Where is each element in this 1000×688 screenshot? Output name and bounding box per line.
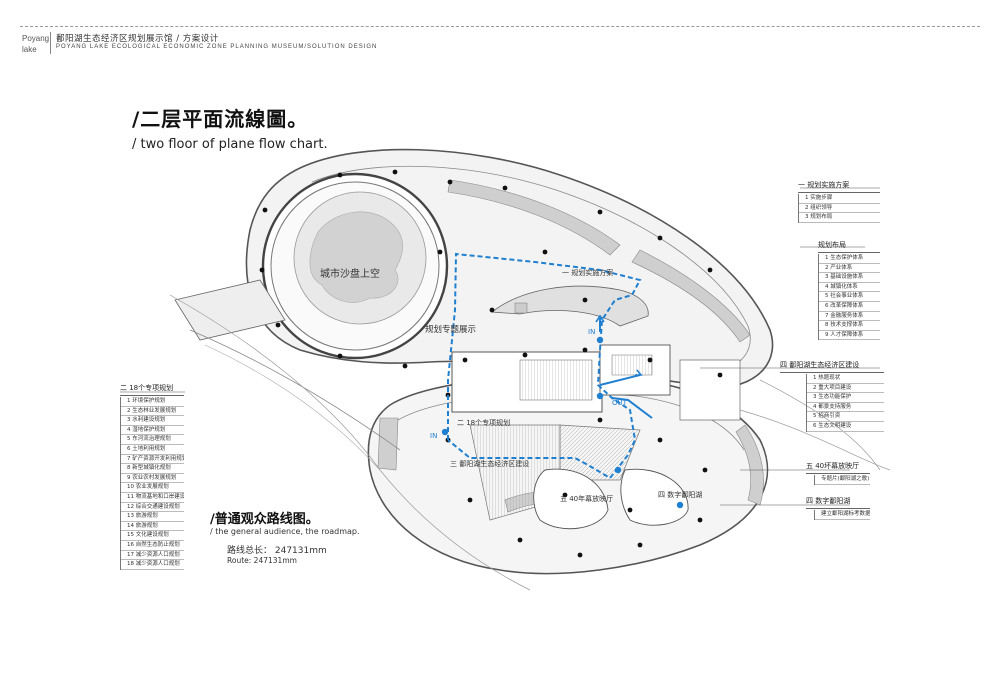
anniversary-hall-label: 五 40年幕放映厅 <box>560 495 614 503</box>
brand-logo: Poyang lake <box>22 33 49 55</box>
route-length-en: Route: 247131mm <box>227 556 297 565</box>
legend-eco-zone-item: 1 热题现状 <box>807 374 884 384</box>
entrance-ramp <box>174 279 401 471</box>
legend-forty-hall-head: 五 40坏幕放映厅 <box>806 461 870 474</box>
legend-digital-lake-head: 四 数字鄱阳湖 <box>806 496 870 509</box>
route-person-icon <box>596 336 604 344</box>
legend-layout-item: 7 金融服务体系 <box>819 312 880 322</box>
site-curves <box>169 294 891 591</box>
legend-leader-lines <box>120 187 880 506</box>
legend-eco-zone-item: 6 生态文明建设 <box>807 422 884 432</box>
planning-topics-label: 规划专题展示 <box>425 325 477 335</box>
legend-eighteen-plans-item: 11 物流基地和口岸建设规划 <box>121 493 184 503</box>
legend-layout-item: 5 社会事业体系 <box>819 292 880 302</box>
legend-layout: 规划布局 1 生态保护体系 2 产业体系 3 基础设施体系 4 城镇化体系 5 … <box>818 240 880 341</box>
page-title-en: / two floor of plane flow chart. <box>132 137 328 152</box>
legend-eco-zone-head: 四 鄱阳湖生态经济区建设 <box>780 360 884 373</box>
legend-implementation-item: 1 实施步骤 <box>799 194 880 204</box>
exit-out-label: OUT <box>612 399 627 407</box>
legend-eco-zone-item: 3 生态功能保护 <box>807 393 884 403</box>
eighteen-plans-label: 二 18个专项规划 <box>457 419 511 427</box>
legend-eighteen-plans-item: 13 旅游规划 <box>121 512 184 522</box>
legend-eighteen-plans-head: 二 18个专项规划 <box>120 383 184 396</box>
legend-layout-item: 8 技术支撑体系 <box>819 321 880 331</box>
legend-eighteen-plans-item: 3 水利建设规划 <box>121 416 184 426</box>
legend-implementation-head: 一 规划实施方案 <box>798 180 880 193</box>
legend-eighteen-plans-item: 10 农业发展规划 <box>121 483 184 493</box>
legend-eighteen-plans-item: 18 减少资源人口规划 <box>121 560 184 570</box>
legend-layout-item: 9 人才保障体系 <box>819 331 880 341</box>
legend-digital-lake: 四 数字鄱阳湖 建立鄱阳湖标考数据库 <box>806 496 870 520</box>
legend-eco-zone: 四 鄱阳湖生态经济区建设 1 热题现状 2 重大项目建设 3 生态功能保护 4 … <box>780 360 884 432</box>
brand-line-1: Poyang <box>22 34 50 43</box>
legend-eighteen-plans-item: 2 生态林业发展规划 <box>121 407 184 417</box>
legend-implementation-item: 3 规划布局 <box>799 213 880 223</box>
legend-eighteen-plans-item: 15 文化建设规划 <box>121 531 184 541</box>
legend-layout-item: 1 生态保护体系 <box>819 254 880 264</box>
central-core <box>451 344 741 421</box>
route-person-icon <box>441 428 449 436</box>
entrance-in-label-2: IN <box>430 432 438 440</box>
top-dashed-rule <box>20 26 980 27</box>
auditorium-seating <box>469 424 689 530</box>
legend-eighteen-plans-item: 7 矿产资源开发利用规划 <box>121 455 184 465</box>
legend-eighteen-plans-item: 5 东河流治理规划 <box>121 435 184 445</box>
curved-exhibit-partition <box>490 285 649 327</box>
brand-line-2: lake <box>22 45 37 54</box>
legend-forty-hall-item: 专题片(鄱阳湖之歌) <box>815 475 870 485</box>
route-person-icon <box>596 392 604 400</box>
implementation-plan-label: 一 规划实施方案 <box>562 269 614 277</box>
legend-eighteen-plans-item: 8 新型城镇化规划 <box>121 464 184 474</box>
brand-divider <box>50 32 51 54</box>
legend-eighteen-plans-item: 17 减少资源人口规划 <box>121 551 184 561</box>
structural-columns <box>259 169 723 558</box>
route-person-icon <box>676 501 684 509</box>
legend-eco-zone-item: 4 都景支持服务 <box>807 403 884 413</box>
legend-implementation-item: 2 组织领导 <box>799 204 880 214</box>
route-person-icon <box>614 466 622 474</box>
legend-eighteen-plans-item: 9 农业农村发展规划 <box>121 474 184 484</box>
legend-eighteen-plans: 二 18个专项规划 1 环境保护规划 2 生态林业发展规划 3 水利建设规划 4… <box>120 383 184 570</box>
legend-eighteen-plans-item: 16 自然生态防止规划 <box>121 541 184 551</box>
legend-layout-item: 3 基础设施体系 <box>819 273 880 283</box>
eco-zone-label: 三 鄱阳湖生态经济区建设 <box>450 460 530 468</box>
legend-eighteen-plans-item: 1 环境保护规划 <box>121 397 184 407</box>
header-title-en: POYANG LAKE ECOLOGICAL ECONOMIC ZONE PLA… <box>56 44 378 50</box>
legend-forty-hall: 五 40坏幕放映厅 专题片(鄱阳湖之歌) <box>806 461 870 485</box>
legend-layout-item: 4 城镇化体系 <box>819 283 880 293</box>
legend-layout-head: 规划布局 <box>818 240 880 253</box>
legend-eco-zone-item: 2 重大项目建设 <box>807 384 884 394</box>
legend-eighteen-plans-item: 4 湿地保护规划 <box>121 426 184 436</box>
legend-eighteen-plans-item: 14 旅游规划 <box>121 522 184 532</box>
sand-table-void <box>261 172 449 360</box>
entrance-in-label: IN <box>588 328 596 336</box>
route-title-cn: /普通观众路线图。 <box>210 512 319 527</box>
legend-digital-lake-item: 建立鄱阳湖标考数据库 <box>815 510 870 520</box>
digital-lake-label: 四 数字鄱阳湖 <box>658 491 703 499</box>
page-title-cn: /二层平面流線圖。 <box>132 107 309 131</box>
legend-layout-item: 6 改革保障体系 <box>819 302 880 312</box>
legend-implementation: 一 规划实施方案 1 实施步骤 2 组织领导 3 规划布局 <box>798 180 880 223</box>
route-length-cn: 路线总长： 247131mm <box>227 546 327 556</box>
legend-layout-item: 2 产业体系 <box>819 264 880 274</box>
header-title-cn: 鄱阳湖生态经济区规划展示馆 / 方案设计 <box>56 34 219 44</box>
legend-eighteen-plans-item: 6 土地利用规划 <box>121 445 184 455</box>
legend-eco-zone-item: 5 招商引资 <box>807 412 884 422</box>
sand-table-label: 城市沙盘上空 <box>320 269 380 280</box>
visitor-route <box>441 252 684 509</box>
legend-eighteen-plans-item: 12 综合交通建设规划 <box>121 503 184 513</box>
route-title-en: / the general audience, the roadmap. <box>210 527 360 536</box>
